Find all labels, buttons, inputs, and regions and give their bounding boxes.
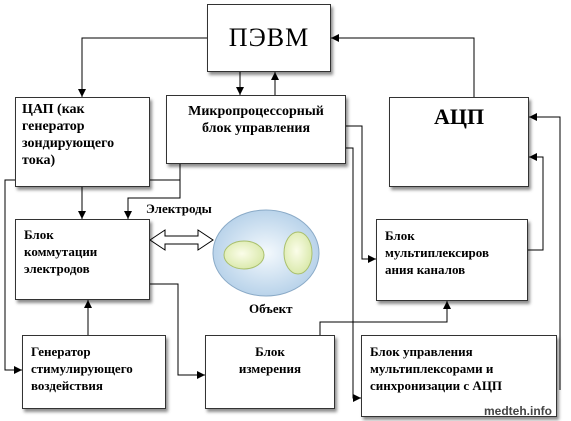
line-mux-to-adc [528,153,544,251]
line-sync-to-adc [529,113,561,390]
mux-block: Блок мультиплексиров ания каналов [376,219,528,301]
dac-block: ЦАП (как генератор зондирующего тока) [15,97,150,187]
bidirectional-arrow [149,229,214,251]
line-mcu-to-sync [346,147,361,402]
measure-block: Блок измерения [205,335,335,409]
egg-icon [283,231,313,275]
object-ellipse [212,209,320,297]
line-measure-to-mux [319,301,451,345]
electrodes-label: Электроды [146,201,212,216]
switch-block: Блок коммутации электродов [15,219,150,300]
line-pevm-to-dac [78,37,207,97]
line-mcu-to-mux [346,125,376,263]
adc-block: АЦП [389,97,529,187]
egg-icon [223,240,265,270]
generator-block: Генератор стимулирующего воздействия [22,335,166,409]
object-label: Объект [249,301,293,316]
pevm-block: ПЭВМ [207,4,331,72]
mcu-block: Микропроцессорный блок управления [166,95,346,164]
line-switch-to-measure [150,283,205,379]
sync-block: Блок управления мультиплексорами и синхр… [361,335,557,417]
line-adc-to-pevm [331,34,475,97]
watermark: medteh.info [484,404,552,418]
line-mcu-to-switch [124,164,181,219]
